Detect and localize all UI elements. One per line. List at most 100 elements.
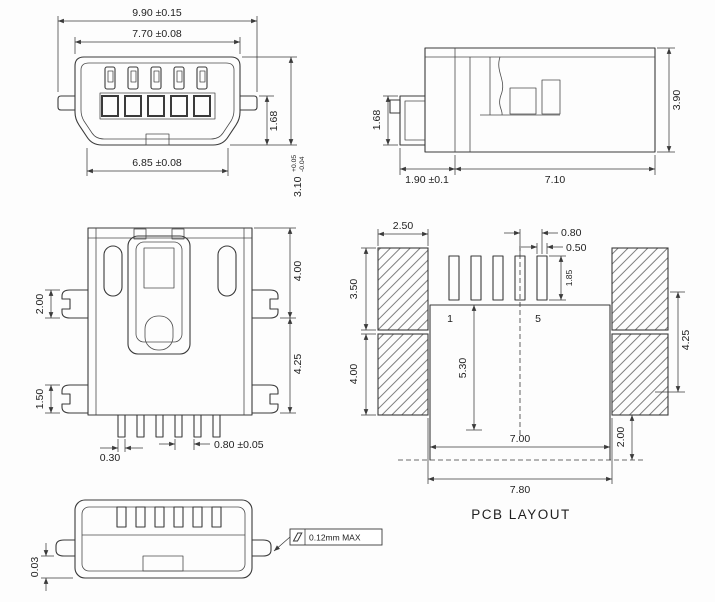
contact-pin (196, 66, 208, 90)
latch-slot-right (217, 245, 237, 297)
dim-body-depth: 7.10 (455, 155, 656, 186)
solder-pad (492, 255, 504, 301)
dim-label: 0.50 (566, 242, 587, 254)
dim-label: 1.90 ±0.1 (405, 174, 449, 186)
foot-right (251, 539, 272, 557)
dim-label: 7.80 (510, 484, 531, 496)
solder-tab-lower-right (251, 384, 279, 414)
dim-label: 9.90 ±0.15 (132, 7, 182, 19)
top-view: 2.00 1.50 4.00 4.25 0.30 (34, 227, 304, 464)
mount-tab-right (239, 95, 258, 111)
lead-tooth (117, 414, 126, 438)
housing-outline (424, 47, 656, 153)
center-latch-structure (127, 228, 191, 355)
contact-window (193, 95, 211, 117)
contact-spring (498, 56, 504, 116)
dim-tol-lower: -0.04 (299, 156, 306, 172)
dim-lead-pitch: 0.80 ±0.05 (159, 439, 264, 451)
dim-overall-height: 3.90 (657, 47, 683, 153)
dim-label: 3.90 (671, 90, 683, 111)
dim-shell-width: 7.70 ±0.08 (74, 28, 241, 54)
contact-window (170, 95, 188, 117)
mount-pad-upper-left (377, 247, 429, 331)
dim-label: 2.00 (34, 294, 46, 315)
dim-label: 7.10 (545, 174, 566, 186)
dim-label: 4.00 (292, 261, 304, 282)
internal-contacts (480, 56, 561, 116)
contact-window (147, 95, 165, 117)
dim-label: 1.85 (564, 269, 574, 286)
dim-lower-section: 4.25 (280, 318, 304, 414)
dim-label: 7.70 ±0.08 (132, 28, 182, 40)
mount-pad-upper-right (611, 247, 669, 331)
contact-pin (173, 66, 185, 90)
contact-pin (127, 66, 139, 90)
dim-mount-width: 2.50 (377, 220, 429, 246)
dim-label: 3.50 (348, 279, 360, 300)
lead-tooth (192, 506, 203, 528)
contact-pin (104, 66, 116, 90)
lead-tooth (173, 506, 184, 528)
dim-label: 1.68 (268, 111, 280, 132)
dim-label: 0.80 ±0.05 (214, 439, 264, 451)
solder-pad (536, 255, 548, 301)
dim-label: 0.03 (29, 557, 41, 578)
dim-label: 6.85 ±0.08 (132, 157, 182, 169)
solder-tab-upper-left (61, 289, 89, 319)
dim-cavity-depth: 5.30 (457, 305, 482, 431)
flatness-callout: 0.12mm MAX (273, 528, 383, 552)
fl atness-frame (289, 528, 383, 546)
dim-label: 2.00 (615, 427, 627, 448)
dim-pad-length: 1.85 (549, 255, 574, 301)
dim-label: 0.80 (561, 227, 582, 239)
dim-lead-width: 0.30 (100, 439, 143, 464)
shell-side-profile (399, 95, 426, 146)
lead-tooth (174, 414, 183, 438)
flatness-icon (292, 532, 303, 542)
dim-mount-upper-height: 3.50 (348, 247, 376, 331)
dim-label: 4.25 (292, 354, 304, 375)
dim-upper-tab: 2.00 (34, 289, 60, 319)
lead-tooth (193, 414, 202, 438)
bottom-center-notch (142, 555, 184, 572)
solder-tab-upper-right (251, 289, 279, 319)
pin-5-label: 5 (535, 313, 541, 325)
dim-pad-pitch: 0.80 (504, 227, 582, 254)
foot-left (55, 539, 76, 557)
bottom-view: 0.03 0.12mm MAX (29, 499, 383, 591)
solder-pad (448, 255, 460, 301)
lead-teeth (117, 414, 221, 438)
mount-tab-left (57, 95, 76, 111)
latch-slot-left (103, 245, 123, 297)
shell-outline (74, 56, 241, 146)
dim-shell-depth: 1.90 ±0.1 (399, 148, 456, 186)
dim-bottom-offset: 2.00 (615, 415, 635, 460)
solder-pad (514, 255, 526, 301)
dim-body-height: 3.10 +0.05 -0.04 (230, 56, 306, 197)
pcb-layout-title: PCB LAYOUT (471, 507, 571, 522)
dim-total-width: 9.90 ±0.15 (57, 7, 258, 92)
contact-window (101, 95, 119, 117)
flatness-note: 0.12mm MAX (309, 533, 361, 543)
lead-tooth (135, 506, 146, 528)
dim-label: 1.50 (34, 389, 46, 410)
solder-tab-side (389, 99, 401, 114)
lead-tooth (116, 506, 127, 528)
dim-label: 4.25 (680, 330, 692, 351)
contact-pin (150, 66, 162, 90)
side-view: 3.90 1.68 1.90 ±0.1 7.10 (371, 47, 683, 186)
dim-mount-lower-height: 4.00 (348, 333, 376, 416)
dim-opening-width: 6.85 ±0.08 (86, 148, 229, 176)
lead-tooth (154, 506, 165, 528)
dim-outer-span: 7.80 (427, 418, 613, 496)
contact-window (124, 95, 142, 117)
dim-shell-height: 1.68 (371, 95, 398, 146)
dim-label: 7.00 (510, 433, 531, 445)
shell-bottom-outline (74, 499, 253, 579)
lead-teeth-bottom (116, 506, 222, 528)
dim-upper-section: 4.00 (254, 227, 304, 319)
solder-tab-lower-left (61, 384, 89, 414)
solder-pads (448, 255, 548, 301)
